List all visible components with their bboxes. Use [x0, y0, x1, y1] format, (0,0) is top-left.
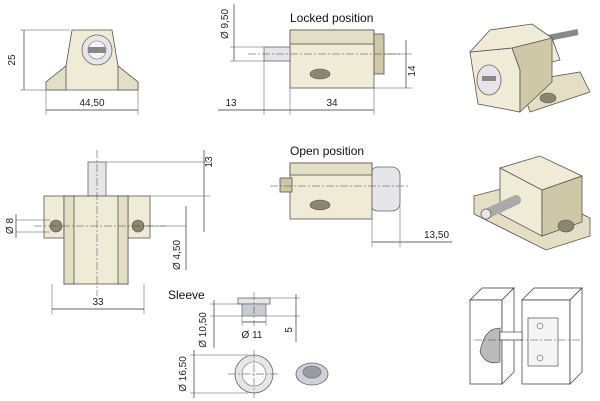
- dim-sleeve-small-outer: Ø 10,50: [198, 312, 209, 348]
- dim-sleeve-large-outer: Ø 16,50: [178, 356, 189, 392]
- open-screw-hole: [309, 199, 331, 211]
- open-position-view: Open position 13,50: [270, 144, 452, 247]
- dim-sleeve-inner: Ø 11: [242, 330, 263, 341]
- dim-locked-offset: 13: [225, 98, 237, 109]
- isometric-view-locked: [469, 23, 591, 113]
- installation-section-view: [469, 287, 583, 385]
- dim-locked-height: 14: [407, 65, 418, 77]
- iso-open-pin: [481, 195, 521, 219]
- section-pin: [499, 331, 523, 341]
- dim-top-height: 13: [204, 156, 215, 168]
- isometric-view-open: [473, 155, 591, 251]
- key-slot: [88, 47, 106, 53]
- sleeve-views: Sleeve 5 Ø 11 Ø 10,50 Ø 16,50: [168, 288, 329, 398]
- dim-left-hole: Ø 8: [5, 218, 16, 235]
- dim-open-travel: 13,50: [424, 230, 449, 241]
- dim-sleeve-height: 5: [284, 327, 295, 333]
- dim-front-width: 44,50: [79, 98, 104, 109]
- dim-top-width: 33: [92, 297, 104, 308]
- dim-pin-diameter: Ø 9,50: [220, 9, 231, 39]
- locked-position-view: Locked position Ø 9,50 13 34 14: [218, 4, 418, 115]
- dim-right-hole: Ø 4,50: [172, 240, 183, 270]
- dim-locked-length: 34: [326, 98, 338, 109]
- caption-open-position: Open position: [290, 144, 364, 158]
- top-view: 13 Ø 8 Ø 4,50 33: [5, 150, 215, 314]
- sleeve-section: [479, 327, 501, 364]
- front-view: 25 44,50: [7, 29, 139, 115]
- locked-screw-hole: [309, 68, 331, 80]
- open-pin: [369, 166, 401, 212]
- caption-locked-position: Locked position: [290, 11, 373, 25]
- dim-front-height: 25: [7, 54, 18, 66]
- caption-sleeve: Sleeve: [168, 288, 205, 302]
